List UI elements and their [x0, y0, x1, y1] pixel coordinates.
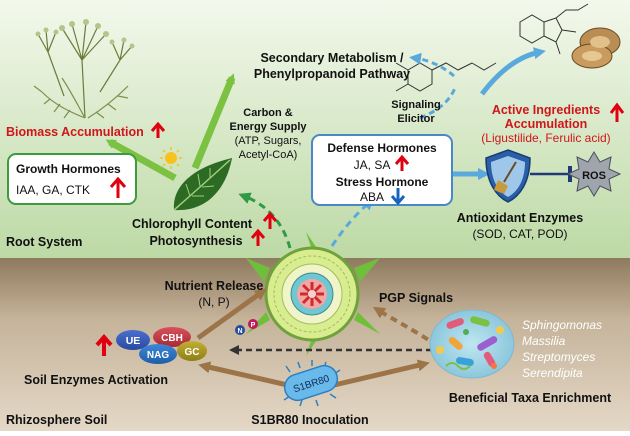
growth-hormones-box	[7, 153, 137, 205]
s1br80-bacterium-icon	[283, 360, 341, 407]
rhizosphere-soil-label: Rhizosphere Soil	[6, 413, 107, 427]
biomass-label: Biomass Accumulation	[6, 125, 144, 139]
arrow-inoculation-to-enzymes	[198, 361, 293, 389]
carbon-label-line4: Acetyl-CoA)	[239, 149, 298, 161]
chlorophyll-label: Chlorophyll Content	[132, 217, 253, 231]
secondary-metabolism-line2: Phenylpropanoid Pathway	[254, 67, 410, 81]
arrow-to-biomass	[105, 138, 177, 182]
nutrient-n-label: N	[237, 328, 242, 335]
leaf-icon	[173, 158, 232, 211]
sun-icon	[160, 147, 182, 169]
growth-hormones-title: Growth Hormones	[16, 162, 121, 176]
up-arrow-active-icon	[609, 102, 625, 122]
taxon-massilia: Massilia	[522, 334, 566, 348]
arrow-signaling-elicitor	[419, 87, 457, 120]
up-arrow-photosynthesis-icon	[250, 228, 266, 246]
stress-hormone-title: Stress Hormone	[336, 175, 429, 189]
active-ingredients-line2: Accumulation	[505, 117, 588, 131]
photosynthesis-label: Photosynthesis	[149, 234, 242, 248]
arrow-to-secondary-metabolism-dashed	[409, 52, 455, 78]
taxon-serendipita: Serendipita	[522, 366, 583, 380]
antioxidant-label-line2: (SOD, CAT, POD)	[472, 227, 567, 241]
growth-hormones-items: IAA, GA, CTK	[16, 183, 90, 197]
angelica-root-slices-icon	[571, 27, 621, 69]
enzyme-cbh	[153, 327, 191, 347]
antioxidant-shield-icon	[485, 149, 531, 203]
stress-hormone-items: ABA	[360, 190, 384, 204]
up-arrow-defense-icon	[394, 154, 410, 171]
enzyme-gc	[177, 341, 207, 361]
pgp-signals-label: PGP Signals	[379, 291, 453, 305]
plant-illustration	[33, 19, 135, 119]
enzyme-nag	[139, 344, 177, 364]
root-system-label: Root System	[6, 235, 82, 249]
arrow-root-to-leaf	[238, 192, 292, 249]
carbon-label-line3: (ATP, Sugars,	[235, 135, 302, 147]
carbon-label-line2: Energy Supply	[229, 121, 307, 133]
soil-enzymes-label: Soil Enzymes Activation	[24, 373, 168, 387]
taxon-sphingomonas: Sphingomonas	[522, 318, 602, 332]
antioxidant-label-line1: Antioxidant Enzymes	[457, 211, 583, 225]
signaling-label-line1: Signaling	[391, 99, 441, 111]
ros-burst-icon	[566, 151, 622, 197]
enzyme-nag-label: NAG	[147, 350, 169, 361]
enzyme-cluster: UE CBH NAG GC	[116, 327, 207, 364]
up-arrow-growth-icon	[109, 176, 127, 198]
enzyme-ue	[116, 330, 150, 350]
down-arrow-stress-icon	[390, 188, 406, 206]
up-arrow-chlorophyll-icon	[262, 211, 278, 229]
enzyme-gc-label: GC	[185, 347, 200, 358]
inoculation-label: S1BR80 Inoculation	[251, 413, 368, 427]
arrow-nutrient-release	[196, 288, 267, 341]
microbial-community-icon	[429, 309, 515, 379]
defense-hormones-title: Defense Hormones	[327, 141, 437, 155]
arrow-to-secondary-metabolism	[191, 73, 236, 170]
taxa-list: Sphingomonas Massilia Streptomyces Seren…	[522, 318, 602, 380]
active-ingredients-line3: (Ligustilide, Ferulic acid)	[481, 131, 610, 145]
ros-label: ROS	[582, 170, 606, 182]
enzyme-ue-label: UE	[126, 335, 141, 347]
up-arrow-soil-enzymes-icon	[95, 333, 113, 356]
arrow-pgp-signals	[372, 306, 440, 348]
nutrient-n-particle	[235, 325, 245, 335]
signaling-label-line2: Elicitor	[397, 113, 435, 125]
carbon-label-line1: Carbon &	[243, 107, 293, 119]
defense-hormones-items: JA, SA	[354, 158, 391, 172]
aboveground-background	[0, 0, 630, 262]
nutrient-release-label: Nutrient Release	[165, 279, 264, 293]
up-arrow-biomass-icon	[150, 121, 166, 138]
enzyme-cbh-label: CBH	[161, 333, 183, 344]
nutrient-np-label: (N, P)	[198, 295, 229, 309]
nutrient-p-label: P	[251, 322, 256, 329]
arrow-to-active-ingredients	[480, 47, 546, 96]
nutrient-p-particle	[248, 319, 258, 329]
root-cross-section-icon	[246, 232, 380, 356]
ligustilide-structure-icon	[519, 3, 589, 55]
arrow-inoculation-to-taxa	[329, 359, 430, 389]
beneficial-taxa-label: Beneficial Taxa Enrichment	[449, 391, 612, 405]
hormones-box	[311, 134, 453, 206]
taxon-streptomyces: Streptomyces	[522, 350, 595, 364]
active-ingredients-line1: Active Ingredients	[492, 103, 600, 117]
secondary-metabolism-line1: Secondary Metabolism /	[260, 51, 404, 65]
